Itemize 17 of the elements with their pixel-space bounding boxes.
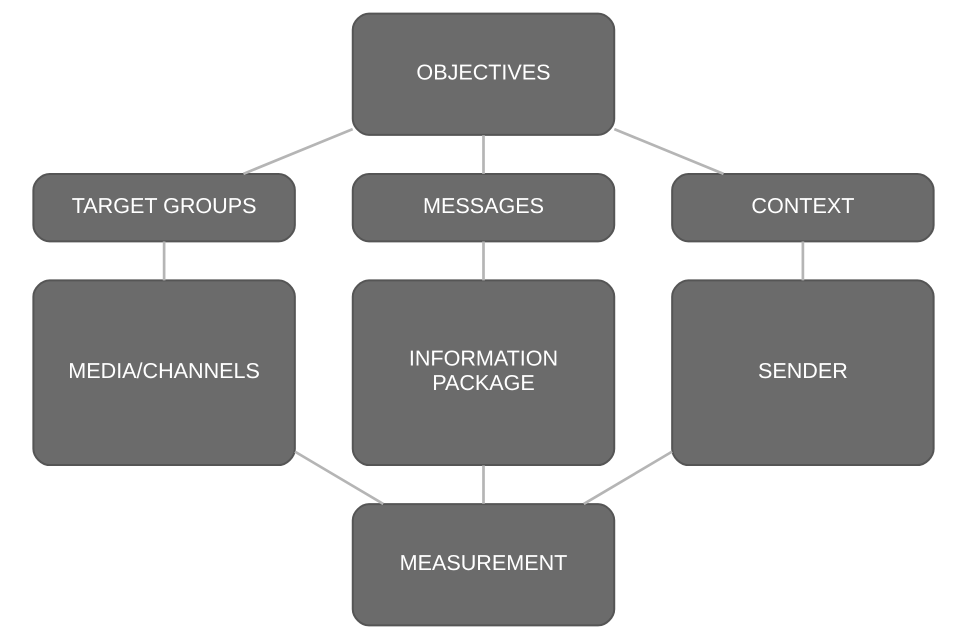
connector [802,241,804,280]
node-box: CONTEXT [671,172,935,242]
node-box: TARGET GROUPS [32,172,296,242]
node-box: OBJECTIVES [352,12,616,136]
node-box: INFORMATION PACKAGE [352,279,616,466]
node-box: MESSAGES [352,172,616,242]
connector [482,465,485,504]
connector [482,135,485,174]
node-box: MEASUREMENT [352,503,616,626]
connector [614,128,724,176]
connector [242,128,354,176]
node-box: MEDIA/CHANNELS [32,279,296,466]
connector [482,241,485,280]
connector [294,450,384,506]
connector [583,450,673,506]
connector [162,241,166,280]
node-box: SENDER [671,279,935,466]
